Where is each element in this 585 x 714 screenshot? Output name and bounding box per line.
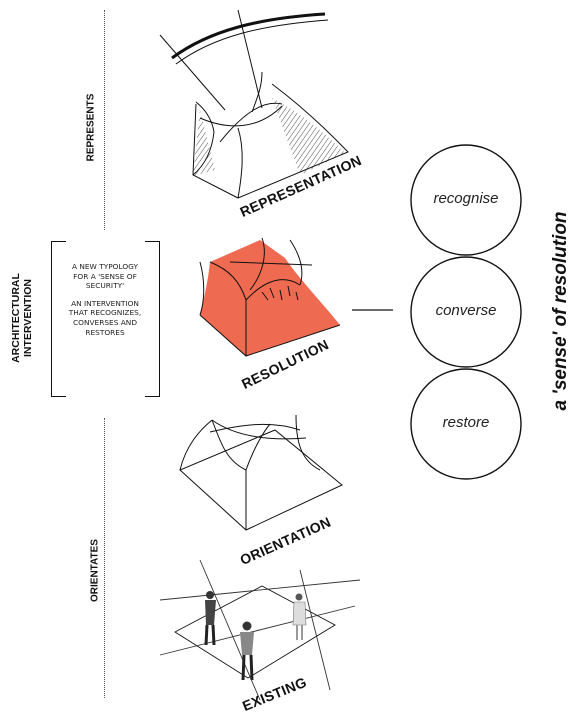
venn-circle-restore [410, 368, 522, 480]
diagram-title: a 'sense' of resolution [550, 211, 571, 411]
venn-diagram [410, 144, 522, 480]
venn-label-converse: converse [435, 302, 497, 319]
venn-circle-converse [410, 256, 522, 368]
venn-circle-recognise [410, 144, 522, 256]
bracket-right [145, 241, 160, 397]
resolution-fill [200, 240, 340, 356]
representation-sketch [159, 9, 349, 199]
intervention-line-1: A NEW TYPOLOGY FOR A 'SENSE OF SECURITY' [71, 262, 139, 291]
divider-bottom [104, 418, 105, 698]
divider-top [104, 10, 105, 230]
existing-sketch [159, 559, 361, 701]
bracket-left [51, 241, 66, 397]
orientation-sketch [179, 414, 343, 531]
venn-label-restore: restore [442, 414, 490, 431]
venn-label-recognise: recognise [433, 190, 499, 207]
intervention-description: A NEW TYPOLOGY FOR A 'SENSE OF SECURITY'… [66, 262, 144, 337]
person-figure-3 [292, 593, 307, 640]
resolution-sketch [199, 237, 341, 357]
intervention-line-2: AN INTERVENTION THAT RECOGNIZES, CONVERS… [68, 298, 142, 337]
person-figure-2 [240, 621, 254, 681]
person-figure-1 [204, 591, 216, 646]
